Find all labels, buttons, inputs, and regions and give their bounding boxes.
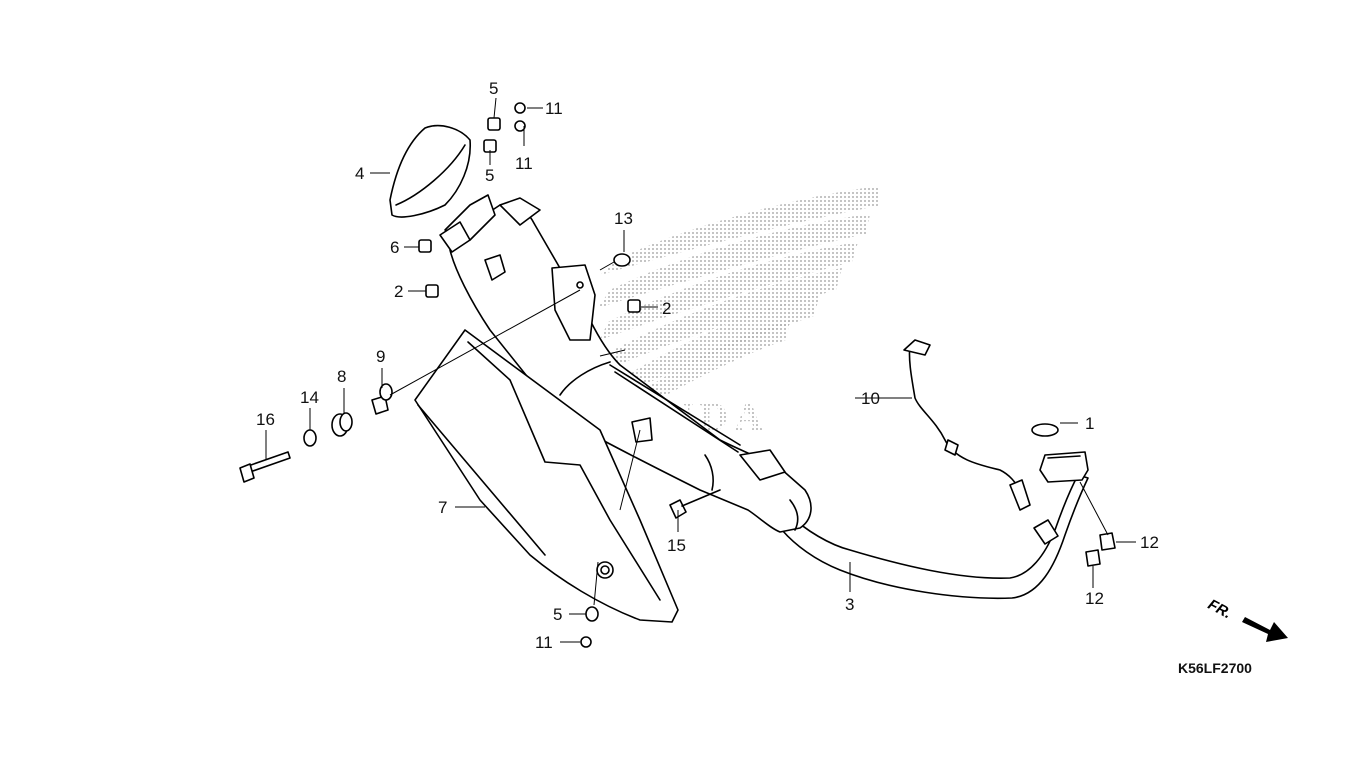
muffler-end-cover — [389, 124, 471, 218]
screw-11b — [514, 120, 526, 132]
muffler-protector — [414, 329, 679, 623]
callout-2b: 2 — [662, 299, 672, 318]
callout-9: 9 — [376, 347, 386, 366]
screw-11a — [514, 102, 526, 114]
callout-3: 3 — [845, 595, 855, 614]
nut-12b — [1085, 549, 1101, 567]
collar-9 — [371, 383, 393, 415]
leader-lines — [265, 97, 1136, 643]
screw-11c — [580, 636, 592, 648]
nut-12a — [1099, 532, 1116, 551]
callout-14: 14 — [300, 388, 319, 407]
callout-7: 7 — [438, 498, 448, 517]
bolt-16 — [239, 451, 291, 483]
nut-5a — [487, 117, 501, 131]
callout-11b: 11 — [515, 154, 533, 173]
diagram-code: K56LF2700 — [1178, 660, 1252, 676]
honda-wing-watermark: HONDA — [590, 186, 880, 439]
nut-2b — [627, 299, 641, 313]
rubber-mount-8 — [331, 412, 353, 437]
callout-11c: 11 — [535, 633, 553, 652]
o2-sensor-wire — [903, 339, 1031, 511]
callout-13: 13 — [614, 209, 633, 228]
front-direction-arrow-icon — [1242, 617, 1288, 642]
front-direction-indicator: FR. — [1205, 596, 1293, 646]
callout-4: 4 — [355, 164, 365, 183]
callout-15: 15 — [667, 536, 686, 555]
callout-1: 1 — [1085, 414, 1095, 433]
callout-8: 8 — [337, 367, 347, 386]
callout-12b: 12 — [1085, 589, 1104, 608]
gasket — [1031, 423, 1059, 437]
bolt-15 — [669, 489, 721, 519]
washer-13 — [613, 253, 631, 267]
washer-5c — [585, 606, 599, 622]
callout-12a: 12 — [1140, 533, 1159, 552]
washer-14 — [303, 429, 317, 447]
exhaust-pipe — [781, 451, 1089, 600]
nut-6 — [418, 239, 432, 253]
callout-16: 16 — [256, 410, 275, 429]
nut-2a — [425, 284, 439, 298]
callout-5a: 5 — [489, 79, 499, 98]
callout-6: 6 — [390, 238, 400, 257]
muffler-body — [439, 194, 812, 533]
callout-2a: 2 — [394, 282, 404, 301]
callout-5c: 5 — [553, 605, 563, 624]
callout-5b: 5 — [485, 166, 495, 185]
callout-11a: 11 — [545, 99, 563, 118]
callout-10: 10 — [861, 389, 880, 408]
